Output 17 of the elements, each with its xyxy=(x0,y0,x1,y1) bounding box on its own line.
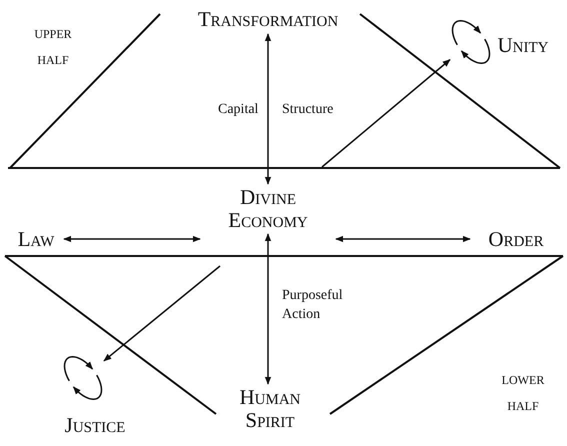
concept-label: Unity xyxy=(498,34,548,56)
arrow xyxy=(63,236,201,242)
text-label: lower half xyxy=(500,368,546,416)
arrow xyxy=(264,33,272,185)
concept-label: Justice xyxy=(64,414,126,436)
concept-label: Divine Economy xyxy=(227,186,309,232)
arrow xyxy=(335,236,471,242)
concept-label: Human Spirit xyxy=(238,386,302,432)
text-label: Structure xyxy=(282,101,334,118)
arrow xyxy=(322,59,451,168)
text-label: Capital xyxy=(218,101,260,118)
concept-label: Order xyxy=(488,228,544,250)
text-label: upper half xyxy=(33,22,73,70)
arrow xyxy=(103,265,220,362)
concept-label: Transformation xyxy=(198,8,338,30)
concept-label: Law xyxy=(18,228,54,250)
arrow xyxy=(264,233,272,385)
